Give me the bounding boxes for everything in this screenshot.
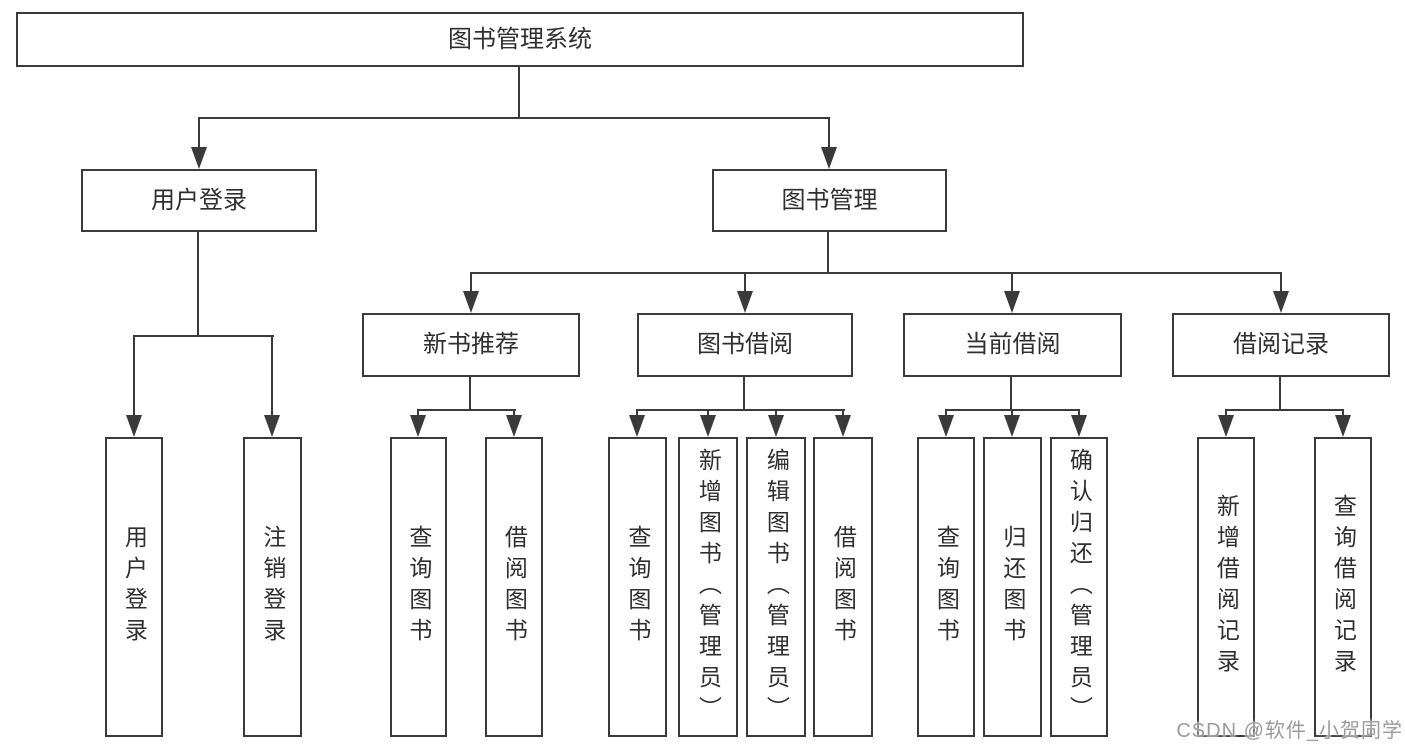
leaf-add-borrow-record-label: 新增借阅记录 <box>1213 494 1240 680</box>
arrowhead-down-icon <box>1273 291 1289 313</box>
node-user-login-label: 用户登录 <box>151 186 247 214</box>
arrowhead-down-icon <box>700 415 716 437</box>
node-current-borrow-label: 当前借阅 <box>964 331 1061 358</box>
arrow-shaft <box>636 410 638 415</box>
arrowhead-down-icon <box>938 415 954 437</box>
leaf-return-book-label: 归还图书 <box>999 525 1026 649</box>
arrow-shaft <box>1225 410 1227 415</box>
connector-hline <box>133 335 274 337</box>
leaf-query-books-current: 查询图书 <box>917 437 975 737</box>
arrowhead-down-icon <box>629 415 645 437</box>
leaf-borrow-books-recommend: 借阅图书 <box>485 437 543 737</box>
arrowhead-down-icon <box>126 415 142 437</box>
arrow-shaft <box>1342 410 1344 415</box>
leaf-logout-label: 注销登录 <box>259 525 286 649</box>
arrowhead-down-icon <box>1004 291 1020 313</box>
leaf-add-book-admin: 新增图书（管理员） <box>678 437 738 737</box>
arrow-shaft <box>1011 410 1013 415</box>
arrow-shaft <box>513 410 515 415</box>
arrowhead-down-icon <box>264 415 280 437</box>
node-borrow-records: 借阅记录 <box>1172 313 1390 377</box>
node-book-management-label: 图书管理 <box>781 186 878 214</box>
arrowhead-down-icon <box>410 415 426 437</box>
arrowhead-down-icon <box>1071 415 1087 437</box>
node-book-borrow: 图书借阅 <box>637 313 853 377</box>
leaf-user-login-label: 用户登录 <box>121 525 148 649</box>
leaf-user-login: 用户登录 <box>105 437 163 737</box>
arrow-shaft <box>271 336 273 415</box>
leaf-add-book-admin-label: 新增图书（管理员） <box>695 447 722 727</box>
connector-hline <box>470 272 1282 274</box>
node-book-borrow-label: 图书借阅 <box>697 331 793 358</box>
connector-hline <box>636 409 845 411</box>
arrow-shaft <box>417 410 419 415</box>
arrow-shaft <box>1011 273 1013 291</box>
node-user-login: 用户登录 <box>81 169 317 232</box>
watermark: CSDN @软件_小贺同学 <box>1176 720 1403 742</box>
arrow-shaft <box>775 410 777 415</box>
node-new-book-recommend-label: 新书推荐 <box>423 331 519 358</box>
connector-hline <box>417 409 516 411</box>
arrowhead-down-icon <box>463 291 479 313</box>
arrowhead-down-icon <box>506 415 522 437</box>
leaf-query-borrow-record: 查询借阅记录 <box>1314 437 1372 737</box>
leaf-query-borrow-record-label: 查询借阅记录 <box>1330 494 1357 680</box>
leaf-borrow-books-recommend-label: 借阅图书 <box>501 525 528 649</box>
leaf-confirm-return-admin-label: 确认归还（管理员） <box>1066 447 1093 727</box>
arrow-shaft <box>198 118 200 147</box>
arrowhead-down-icon <box>835 415 851 437</box>
connector-vline <box>1279 377 1281 410</box>
leaf-confirm-return-admin: 确认归还（管理员） <box>1050 437 1108 737</box>
arrowhead-down-icon <box>1218 415 1234 437</box>
arrowhead-down-icon <box>768 415 784 437</box>
connector-hline <box>198 117 830 119</box>
node-root: 图书管理系统 <box>16 12 1024 67</box>
arrow-shaft <box>707 410 709 415</box>
connector-vline <box>1010 377 1012 410</box>
node-new-book-recommend: 新书推荐 <box>362 313 580 377</box>
leaf-query-books-current-label: 查询图书 <box>933 525 960 649</box>
connector-vline <box>743 377 745 410</box>
leaf-edit-book-admin: 编辑图书（管理员） <box>746 437 806 737</box>
leaf-query-books-borrow: 查询图书 <box>608 437 667 737</box>
arrow-shaft <box>470 273 472 291</box>
arrowhead-down-icon <box>1004 415 1020 437</box>
arrow-shaft <box>1280 273 1282 291</box>
connector-vline <box>197 232 199 336</box>
arrow-shaft <box>1078 410 1080 415</box>
arrowhead-down-icon <box>737 291 753 313</box>
arrowhead-down-icon <box>1335 415 1351 437</box>
connector-vline <box>469 377 471 410</box>
arrow-shaft <box>828 118 830 147</box>
leaf-query-books-recommend-label: 查询图书 <box>405 525 432 649</box>
node-current-borrow: 当前借阅 <box>903 313 1122 377</box>
connector-vline <box>827 232 829 273</box>
leaf-add-borrow-record: 新增借阅记录 <box>1197 437 1255 737</box>
leaf-query-books-borrow-label: 查询图书 <box>624 525 651 649</box>
leaf-return-book: 归还图书 <box>983 437 1042 737</box>
arrowhead-down-icon <box>191 147 207 169</box>
node-borrow-records-label: 借阅记录 <box>1233 331 1329 358</box>
connector-hline <box>1225 409 1344 411</box>
node-book-management: 图书管理 <box>712 169 947 232</box>
arrow-shaft <box>945 410 947 415</box>
leaf-borrow-books-label: 借阅图书 <box>830 525 857 649</box>
leaf-edit-book-admin-label: 编辑图书（管理员） <box>763 447 790 727</box>
arrow-shaft <box>744 273 746 291</box>
arrow-shaft <box>842 410 844 415</box>
arrowhead-down-icon <box>821 147 837 169</box>
arrow-shaft <box>133 336 135 415</box>
node-root-label: 图书管理系统 <box>448 25 592 53</box>
leaf-query-books-recommend: 查询图书 <box>390 437 447 737</box>
leaf-borrow-books: 借阅图书 <box>813 437 873 737</box>
leaf-logout: 注销登录 <box>243 437 302 737</box>
connector-vline <box>518 67 520 118</box>
